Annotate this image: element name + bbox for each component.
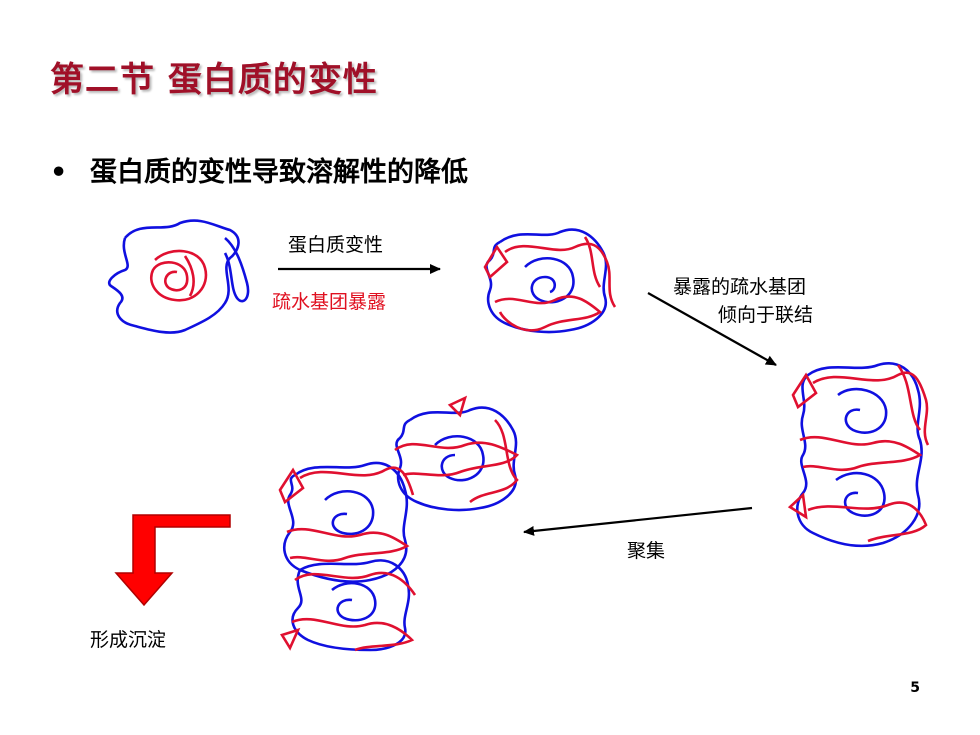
label-hydrophobic-exposed: 疏水基团暴露 (272, 291, 387, 313)
label-precipitate: 形成沉淀 (90, 629, 167, 651)
arrow-association (647, 292, 777, 366)
label-tend-to-associate: 倾向于联结 (718, 304, 814, 326)
bullet-text: 蛋白质的变性导致溶解性的降低 (90, 157, 468, 188)
native-protein-red-core (150, 249, 208, 302)
denatured-protein (483, 228, 617, 334)
bullet-marker: • (50, 157, 68, 188)
label-denaturation: 蛋白质变性 (288, 234, 384, 256)
bullet-item: • 蛋白质的变性导致溶解性的降低 (50, 150, 468, 189)
page-number: 5 (910, 680, 920, 696)
native-protein-blue-coil (107, 219, 240, 334)
page-title: 第二节 蛋白质的变性 (50, 60, 378, 100)
label-aggregation: 聚集 (627, 540, 666, 562)
arrow-aggregation (523, 506, 753, 536)
precipitation-arrow (114, 514, 231, 607)
denatured-protein-red-strands (483, 236, 617, 332)
aggregating-red-strands (787, 364, 930, 543)
precipitate-cluster (278, 395, 520, 652)
native-protein (107, 219, 250, 334)
aggregating-proteins (787, 362, 930, 548)
native-protein-blue-loop (223, 237, 250, 303)
label-exposed-groups: 暴露的疏水基团 (673, 276, 807, 298)
